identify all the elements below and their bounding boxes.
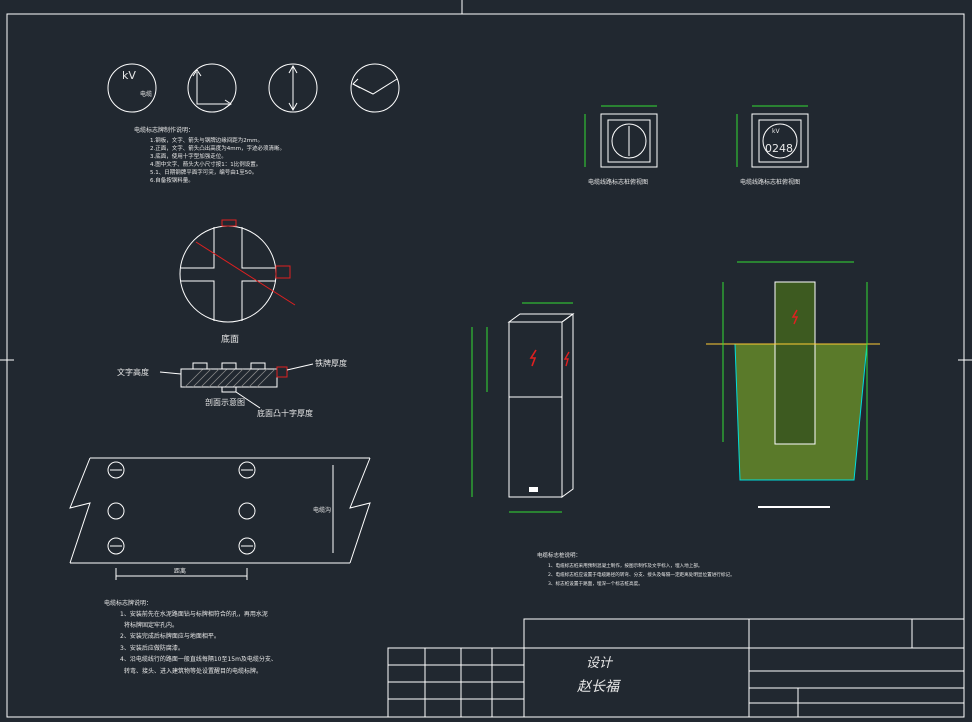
- notes-top-line: 6.自备按钢料量。: [150, 176, 194, 184]
- signature-2: 赵长福: [577, 679, 621, 695]
- post-elevation: [471, 302, 575, 513]
- notes-mid-line: 2、电缆标志桩应设置于电缆路径的转弯、分支、接头及每隔一定距离处明显位置进行标记…: [548, 571, 735, 578]
- notes-bottom-line: 1、安装前先在水泥路面钻与标牌相符合的孔，再用水泥: [120, 610, 268, 618]
- kv-text: kV: [122, 69, 136, 82]
- corner-arrow-icon: [187, 63, 237, 113]
- buried-post-section: [706, 261, 880, 508]
- notes-top-line: 4.图中文字、箭头大小尺寸按1：1比例设置。: [150, 160, 261, 168]
- text-height-label: 文字高度: [117, 367, 149, 377]
- notes-mid-line: 3、标志桩设置于路面，埋深一个标志桩高度。: [548, 580, 643, 587]
- bottom-view-label: 底面: [221, 333, 239, 345]
- plan-view-marker-1: 电缆线路标志桩俯视图: [584, 105, 658, 186]
- notes-bottom-line: 将标牌固定牢孔内。: [124, 621, 178, 629]
- vertical-arrow-icon: [268, 63, 318, 113]
- notes-top-title: 电缆标志牌制作说明：: [134, 126, 194, 134]
- notes-bottom-line: 4、沿电缆线行的路面一般直线每隔10至15m及电缆分支、: [120, 655, 277, 663]
- notes-top-line: 2.正面，文字、箭头凸出高度为4mm，字迹必须清晰。: [150, 144, 285, 152]
- notes-top-line: 3.底面，使用十字型加强走位。: [150, 152, 227, 160]
- cross-thickness-label: 底面凸十字厚度: [257, 408, 313, 418]
- plan-diagram: [69, 457, 371, 580]
- plan-view-marker-2: kV 0248 电缆线路标志桩俯视图: [736, 105, 809, 186]
- badge-number: 0248: [765, 142, 793, 155]
- bottom-view-diagram: 底面: [179, 219, 296, 345]
- notes-mid-title: 电缆标志桩说明：: [537, 551, 581, 559]
- signature-1: 设计: [586, 656, 614, 671]
- kv-sign-icon: kV 电缆: [107, 63, 157, 113]
- notes-bottom-line: 2、安装完成后标牌面应与地面相平。: [120, 632, 220, 640]
- section-view-label: 剖面示意图: [205, 397, 245, 407]
- notes-bottom: 电缆标志牌说明： 1、安装前先在水泥路面钻与标牌相符合的孔，再用水泥 将标牌固定…: [104, 599, 277, 675]
- notes-mid-line: 1、电缆标志桩采用预制混凝土制作，按图示制作及文字标入，埋入地上部。: [548, 562, 703, 569]
- notes-top: 电缆标志牌制作说明： 1.钢板，文字、箭头与钢牌边缘间距为2mm。 2.正面，文…: [134, 126, 285, 184]
- badge-kv-text: kV: [772, 128, 780, 135]
- notes-bottom-line: 3、安装后应做防腐漆。: [120, 644, 184, 652]
- plan-view-1-label: 电缆线路标志桩俯视图: [588, 178, 648, 186]
- plan-view-2-label: 电缆线路标志桩俯视图: [740, 178, 800, 186]
- kv-sub-text: 电缆: [140, 90, 152, 98]
- section-diagram: 文字高度 铁牌厚度 剖面示意图 底面凸十字厚度: [117, 358, 347, 418]
- notes-top-line: 5.1、日期钢牌平面字可突，编号由1至50。: [150, 168, 257, 176]
- notes-top-line: 1.钢板，文字、箭头与钢牌边缘间距为2mm。: [150, 136, 263, 144]
- steel-thickness-label: 铁牌厚度: [315, 358, 347, 368]
- notes-bottom-line: 转弯、接头、进入建筑物等处设置醒目的电缆标牌。: [124, 667, 262, 675]
- spacing-label: 距离: [174, 567, 186, 575]
- notes-mid: 电缆标志桩说明： 1、电缆标志桩采用预制混凝土制作，按图示制作及文字标入，埋入地…: [537, 551, 735, 587]
- chevron-arrow-icon: [350, 63, 400, 113]
- cable-trench-label: 电缆沟: [313, 506, 331, 514]
- notes-bottom-title: 电缆标志牌说明：: [104, 599, 152, 607]
- title-block: [387, 618, 965, 718]
